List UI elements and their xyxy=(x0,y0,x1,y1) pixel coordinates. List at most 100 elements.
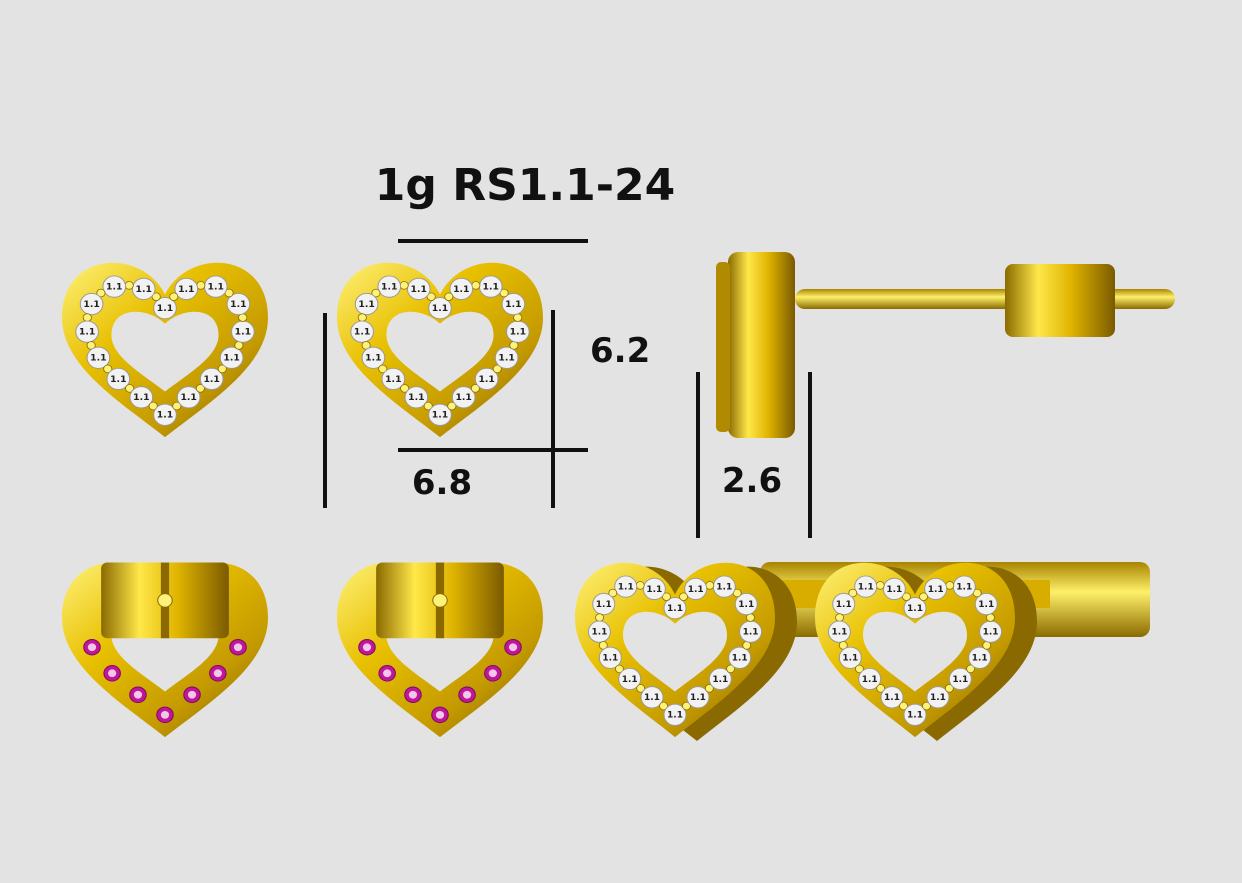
prong xyxy=(125,384,135,393)
diamond-stone: 1.1 xyxy=(663,596,687,620)
stone-size-label: 1.1 xyxy=(110,375,126,385)
stone-size-label: 1.1 xyxy=(498,354,514,364)
diamond-stone: 1.1 xyxy=(451,386,476,409)
stone-size-label: 1.1 xyxy=(602,654,618,664)
stone-size-label: 1.1 xyxy=(831,628,847,638)
stone-size-label: 1.1 xyxy=(223,354,239,364)
diamond-stone: 1.1 xyxy=(728,646,752,669)
stone-size-label: 1.1 xyxy=(646,585,662,595)
depth-dimension: 2.6 xyxy=(722,461,782,501)
prong xyxy=(96,288,106,298)
stone-size-label: 1.1 xyxy=(688,585,704,595)
diamond-stone: 1.1 xyxy=(598,646,622,669)
stone-size-label: 1.1 xyxy=(79,328,95,338)
stone-size-label: 1.1 xyxy=(743,628,759,638)
prong xyxy=(400,384,410,393)
dimension-lines-side xyxy=(696,372,812,538)
prong xyxy=(447,401,457,411)
diamond-stone: 1.1 xyxy=(79,292,104,316)
stone-size-label: 1.1 xyxy=(408,393,424,403)
stone-size-label: 1.1 xyxy=(133,393,149,403)
front-view-heart-dimensioned: 1.11.11.11.11.11.11.11.11.11.11.11.11.11… xyxy=(337,262,543,438)
stone-size-label: 1.1 xyxy=(667,711,683,721)
prong xyxy=(636,684,646,693)
prong xyxy=(922,701,931,711)
diamond-stone: 1.1 xyxy=(838,646,862,669)
diamond-stone: 1.1 xyxy=(882,577,906,601)
diamond-stone: 1.1 xyxy=(979,620,1003,643)
stone-size-label: 1.1 xyxy=(972,654,988,664)
prong xyxy=(682,701,691,711)
diamond-stone: 1.1 xyxy=(102,275,127,298)
diamond-stone: 1.1 xyxy=(827,620,851,643)
stone-size-label: 1.1 xyxy=(410,285,426,295)
diamond-stone: 1.1 xyxy=(428,403,452,426)
diamond-stone: 1.1 xyxy=(880,686,904,709)
diamond-stone: 1.1 xyxy=(75,320,99,343)
prong xyxy=(124,281,134,290)
stone-size-label: 1.1 xyxy=(858,583,874,593)
prong xyxy=(357,313,367,322)
stone-size-label: 1.1 xyxy=(862,675,878,685)
diamond-stone: 1.1 xyxy=(854,575,878,598)
stone-size-label: 1.1 xyxy=(667,604,683,614)
stone-size-label: 1.1 xyxy=(478,375,494,385)
stone-size-label: 1.1 xyxy=(432,411,448,421)
stone-size-label: 1.1 xyxy=(157,304,173,314)
stone-size-label: 1.1 xyxy=(712,675,728,685)
prong xyxy=(608,588,618,598)
diamond-stone: 1.1 xyxy=(618,667,642,691)
width-dimension: 6.8 xyxy=(412,463,472,503)
stone-size-label: 1.1 xyxy=(732,654,748,664)
prong xyxy=(148,401,158,411)
stone-size-label: 1.1 xyxy=(208,283,224,293)
diamond-stone: 1.1 xyxy=(478,275,503,298)
stone-size-label: 1.1 xyxy=(106,283,122,293)
stone-size-label: 1.1 xyxy=(886,585,902,595)
stone-size-label: 1.1 xyxy=(235,328,251,338)
diamond-stone: 1.1 xyxy=(406,277,431,301)
stone-size-label: 1.1 xyxy=(907,711,923,721)
perspective-view-pair: 1.11.11.11.11.11.11.11.11.11.11.11.11.11… xyxy=(575,562,1150,742)
diamond-stone: 1.1 xyxy=(129,386,154,409)
diamond-stone: 1.1 xyxy=(712,575,736,598)
stone-size-label: 1.1 xyxy=(690,693,706,703)
stone-size-label: 1.1 xyxy=(505,300,521,310)
stone-size-label: 1.1 xyxy=(738,600,754,610)
prong xyxy=(371,288,381,298)
diamond-stone: 1.1 xyxy=(153,403,177,426)
prong xyxy=(876,684,886,693)
front-view-heart: 1.11.11.11.11.11.11.11.11.11.11.11.11.11… xyxy=(62,262,269,438)
diamond-stone: 1.1 xyxy=(968,646,992,669)
diamond-stone: 1.1 xyxy=(381,367,406,391)
stone-size-label: 1.1 xyxy=(381,283,397,293)
stone-size-label: 1.1 xyxy=(983,628,999,638)
prong xyxy=(855,664,864,674)
prong xyxy=(169,292,179,301)
diamond-stone: 1.1 xyxy=(832,592,856,616)
diamond-stone: 1.1 xyxy=(903,703,927,726)
stone-size-label: 1.1 xyxy=(930,693,946,703)
diamond-stone: 1.1 xyxy=(708,667,732,691)
diamond-stone: 1.1 xyxy=(663,703,687,726)
prong xyxy=(399,281,409,290)
prong xyxy=(195,384,205,393)
prong xyxy=(103,364,113,374)
diamond-stone: 1.1 xyxy=(903,596,927,620)
diamond-stone: 1.1 xyxy=(354,292,379,316)
prong xyxy=(82,313,92,322)
back-view-heart xyxy=(337,562,543,738)
product-title: 1g RS1.1-24 xyxy=(375,160,675,211)
diamond-stone: 1.1 xyxy=(176,386,201,409)
prong xyxy=(726,664,735,674)
stone-size-label: 1.1 xyxy=(928,585,944,595)
prong xyxy=(679,592,688,601)
prong xyxy=(875,581,885,590)
stone-size-label: 1.1 xyxy=(842,654,858,664)
height-dimension: 6.2 xyxy=(590,331,650,371)
diamond-stone: 1.1 xyxy=(739,620,763,643)
diamond-stone: 1.1 xyxy=(153,296,177,320)
prong xyxy=(659,701,668,711)
prong xyxy=(217,364,227,374)
